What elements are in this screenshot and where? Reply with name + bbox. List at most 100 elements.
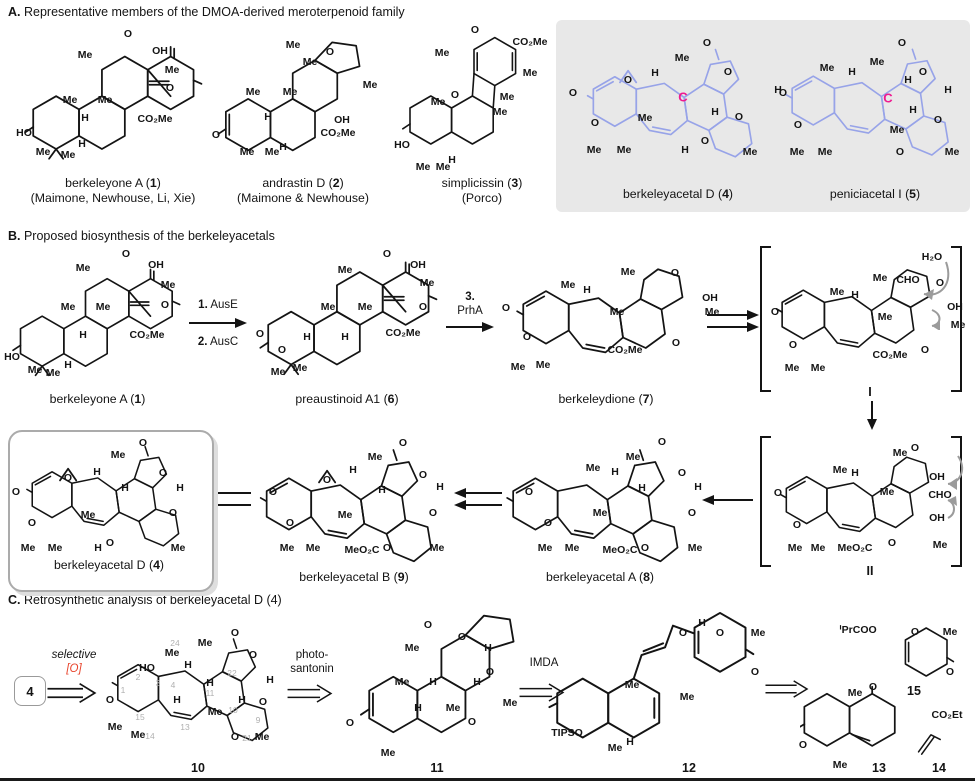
bracket-left: [760, 246, 771, 392]
atom-label: O: [793, 118, 803, 131]
compound-10-number: 10: [191, 761, 205, 775]
compound-name: C. Retrosynthetic analysis of berkeleyac…: [8, 593, 282, 607]
atom-label: O: [640, 541, 650, 554]
atom-label: O: [138, 436, 148, 449]
atom-label: O: [418, 468, 428, 481]
atom-label: Me: [445, 701, 461, 714]
atom-label: C: [883, 90, 893, 106]
atom-label: Me: [742, 145, 758, 158]
atom-label: O: [158, 466, 168, 479]
atom-label: H: [848, 65, 856, 78]
compound-credit: (Maimone & Newhouse): [237, 190, 369, 205]
atom-label: Me: [750, 626, 766, 639]
atom-label: Me: [679, 690, 695, 703]
caption-part: 4: [722, 187, 729, 201]
atom-label: Me: [419, 276, 435, 289]
caption-part: berkeleyacetal D (: [622, 187, 723, 201]
atom-label: O: [255, 327, 265, 340]
reagent-ausC: 2. AusC: [158, 336, 278, 350]
caption-part: berkeleyone A (: [65, 176, 150, 190]
caption-berkeleyone-A: berkeleyone A (1)(Maimone, Newhouse, Li,…: [18, 176, 208, 206]
atom-label: Me: [502, 696, 518, 709]
reaction-arrow-right: [189, 318, 247, 328]
caption-part: C.: [8, 593, 21, 607]
atom-label: Me: [616, 143, 632, 156]
caption-part: 3: [511, 176, 519, 190]
atom-label: H: [851, 466, 859, 479]
atom-label: O: [105, 536, 115, 549]
atom-label: H: [238, 693, 246, 706]
atom-label: O: [450, 88, 460, 101]
atom-label: H₂O: [921, 250, 943, 263]
atom-label: OH: [334, 113, 350, 126]
atom-label: Me: [362, 78, 378, 91]
caption-part: ): [404, 570, 409, 584]
caption-peniciacetal-I: peniciacetal I (5): [780, 187, 970, 202]
atom-label: ⁱPrCOO: [839, 623, 877, 636]
reagent-ausE: 1. AusE: [158, 299, 278, 313]
atom-label: H: [583, 283, 591, 296]
atom-label: OH: [947, 300, 963, 313]
caption-part: ): [518, 176, 523, 190]
atom-label: Me: [499, 90, 515, 103]
compound-name: B. Proposed biosynthesis of the berkeley…: [8, 229, 275, 243]
atom-label: Me: [305, 541, 321, 554]
atom-label: Me: [367, 450, 383, 463]
atom-label: Me: [130, 728, 146, 741]
atom-label: Me: [285, 38, 301, 51]
step-line: 3.: [440, 291, 500, 305]
atom-label: O: [105, 693, 115, 706]
atom-label: Me: [77, 48, 93, 61]
atom-label: Me: [892, 446, 908, 459]
atom-label: HO: [16, 126, 32, 139]
atom-label: CO₂Me: [512, 35, 548, 48]
reaction-arrow-down: [867, 401, 877, 430]
step-line: [O]: [66, 662, 82, 675]
atom-label: H: [94, 541, 102, 554]
atom-label: O: [248, 648, 258, 661]
atom-label: Me: [674, 51, 690, 64]
atom-label: Me: [537, 541, 553, 554]
atom-label: CO₂Me: [129, 328, 165, 341]
atom-label: O: [160, 298, 170, 311]
caption-part: 1: [149, 176, 157, 190]
atom-label: H: [711, 105, 719, 118]
compound-name: berkeleyone A (1): [18, 176, 208, 191]
step-number: 2.: [197, 336, 208, 348]
atom-label: O: [918, 65, 928, 78]
atom-label: O: [63, 471, 73, 484]
atom-label: O: [677, 466, 687, 479]
atom-label: H: [78, 137, 86, 150]
atom-label: Me: [586, 143, 602, 156]
step-line: selective: [51, 649, 97, 661]
atom-label: H: [638, 481, 646, 494]
atom-label: Me: [944, 145, 960, 158]
atom-label: O: [773, 486, 783, 499]
atom-label: Me: [889, 123, 905, 136]
curved-mechanism-arrows: [923, 261, 950, 330]
reaction-arrow-left: [702, 495, 753, 505]
atom-label: O: [398, 436, 408, 449]
step-line: IMDA: [529, 657, 559, 669]
atom-label: Me: [522, 66, 538, 79]
atom-label: Me: [239, 145, 255, 158]
atom-label: CO₂Me: [385, 326, 421, 339]
retrosynthesis-arrow: [287, 684, 333, 703]
atom-label: H: [448, 153, 456, 166]
atom-label: O: [230, 730, 240, 743]
atom-label: O: [485, 665, 495, 678]
figure-bottom-rule: [0, 778, 975, 781]
atom-label: Me: [492, 105, 508, 118]
caption-part: peniciacetal I (: [829, 187, 910, 201]
atom-label: 15: [135, 711, 145, 722]
atom-label: CHO: [928, 488, 952, 501]
caption-part: berkeleyacetal D (: [53, 558, 154, 572]
atom-label: H: [694, 480, 702, 493]
caption-part: A.: [8, 5, 21, 19]
compound-credit: (Porco): [461, 190, 503, 205]
atom-label: Me: [637, 111, 653, 124]
panel-c-title: C. Retrosynthetic analysis of berkeleyac…: [8, 593, 282, 607]
atom-label: Me: [607, 741, 623, 754]
